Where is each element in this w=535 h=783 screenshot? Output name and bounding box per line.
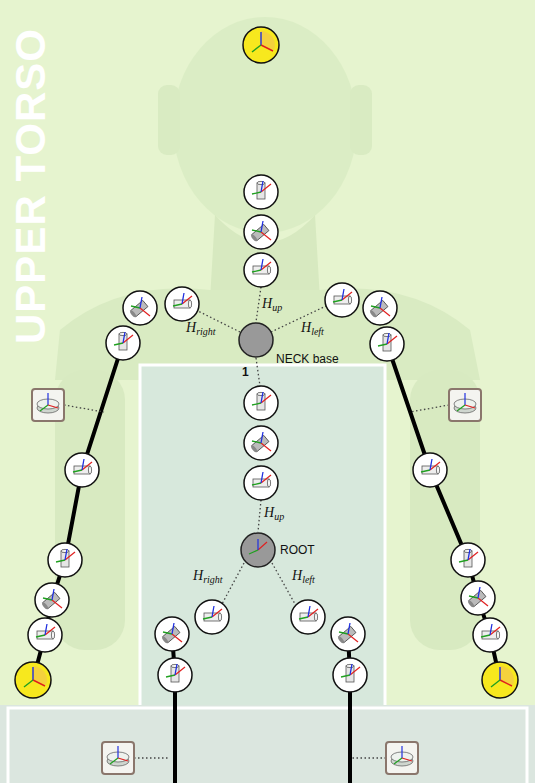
end-effector xyxy=(482,662,518,698)
ft-sensor-icon xyxy=(32,389,64,421)
transform-label: Hright xyxy=(186,320,216,336)
joint-icon xyxy=(65,453,99,487)
frame-name: ROOT xyxy=(280,543,315,557)
joint-icon xyxy=(333,658,367,692)
joint-icon xyxy=(331,617,365,651)
joint-icon xyxy=(123,291,157,325)
joint-icon xyxy=(473,618,507,652)
ft-sensor-icon xyxy=(102,742,134,774)
ft-sensor-icon xyxy=(386,742,418,774)
joint-icon xyxy=(370,327,404,361)
joint-icon xyxy=(28,618,62,652)
body-panel xyxy=(140,365,385,710)
frame-circle xyxy=(238,322,274,358)
dotted-link xyxy=(272,563,295,604)
joint-icon xyxy=(244,175,278,209)
transform-label: Hup xyxy=(264,505,284,521)
joint-icon xyxy=(165,287,199,321)
frame-circle xyxy=(240,532,276,568)
dotted-link xyxy=(222,563,244,604)
transform-label: Hleft xyxy=(292,568,315,584)
dotted-link xyxy=(256,287,261,322)
dotted-link xyxy=(134,757,168,758)
joint-icon xyxy=(363,291,397,325)
joint-icon xyxy=(48,543,82,577)
arm-link xyxy=(33,343,123,680)
dotted-link xyxy=(258,500,261,532)
dotted-link xyxy=(410,405,449,412)
joint-icon xyxy=(155,617,189,651)
transform-label: Hright xyxy=(193,568,223,584)
lower-outline xyxy=(8,708,527,783)
lower-band xyxy=(0,705,535,783)
leg-link xyxy=(172,634,175,783)
end-effector xyxy=(15,662,51,698)
frame-node: NECK base xyxy=(238,322,274,358)
callout-number: 1 xyxy=(242,365,249,379)
frame-name: NECK base xyxy=(276,352,339,366)
joint-icon xyxy=(244,466,278,500)
joint-icon xyxy=(106,326,140,360)
dotted-link xyxy=(256,358,260,386)
ft-sensor-icon xyxy=(449,389,481,421)
joint-icon xyxy=(325,283,359,317)
joint-icon xyxy=(244,215,278,249)
joint-icon xyxy=(244,386,278,420)
leg-link xyxy=(348,634,350,783)
joint-icon xyxy=(291,600,325,634)
joint-icon xyxy=(195,600,229,634)
end-effector xyxy=(243,27,279,63)
frame-node: ROOT xyxy=(240,532,276,568)
joint-icon xyxy=(244,426,278,460)
transform-label: Hup xyxy=(262,296,282,312)
dotted-link xyxy=(64,405,104,412)
robot-silhouette xyxy=(55,17,480,650)
watermark: UPPER TORSO xyxy=(7,28,55,344)
joint-icon xyxy=(158,658,192,692)
joint-icon xyxy=(35,583,69,617)
dotted-link xyxy=(352,757,386,758)
joint-icon xyxy=(244,253,278,287)
joint-icon xyxy=(413,453,447,487)
joint-icon xyxy=(461,581,495,615)
joint-icon xyxy=(451,543,485,577)
transform-label: Hleft xyxy=(301,320,324,336)
